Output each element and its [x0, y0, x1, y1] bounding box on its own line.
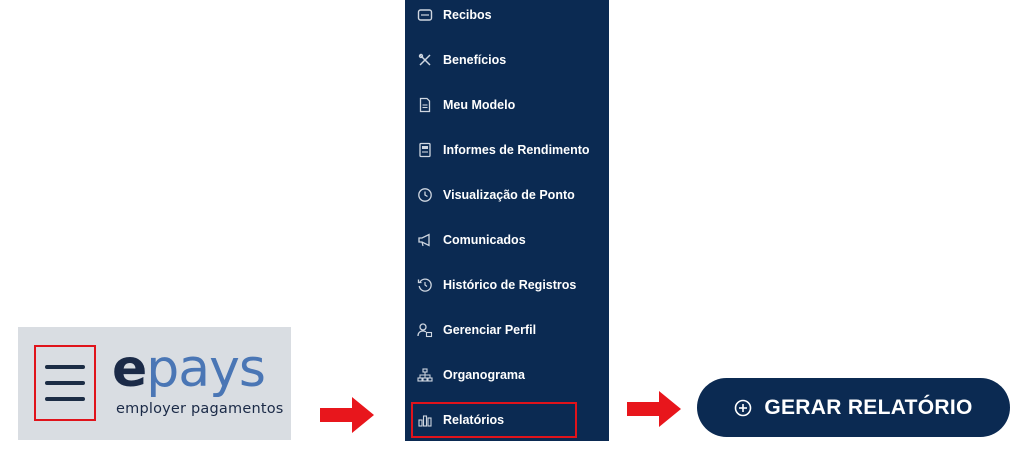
sidebar-item-label: Recibos [443, 8, 492, 22]
sidebar-item-organograma[interactable]: Organograma [405, 355, 609, 395]
sidebar-item-meu-modelo[interactable]: Meu Modelo [405, 85, 609, 125]
sidebar-item-label: Comunicados [443, 233, 526, 247]
brand-e: e [112, 339, 147, 399]
receipt-icon [417, 7, 433, 23]
sidebar-item-label: Organograma [443, 368, 525, 382]
sidebar-item-visualizacao-ponto[interactable]: Visualização de Ponto [405, 175, 609, 215]
org-chart-icon [417, 367, 433, 383]
user-edit-icon [417, 322, 433, 338]
clock-icon [417, 187, 433, 203]
megaphone-icon [417, 232, 433, 248]
sidebar: Recibos Benefícios Meu Modelo Informes d… [405, 0, 609, 441]
arrow-right-icon [320, 397, 374, 433]
utensils-icon [417, 52, 433, 68]
sidebar-item-recibos[interactable]: Recibos [405, 0, 609, 35]
sidebar-item-label: Meu Modelo [443, 98, 516, 112]
history-icon [417, 277, 433, 293]
highlight-box [411, 402, 577, 438]
hamburger-icon [45, 365, 85, 369]
sidebar-item-gerenciar-perfil[interactable]: Gerenciar Perfil [405, 310, 609, 350]
hamburger-icon-bar [45, 397, 85, 401]
sidebar-item-label: Histórico de Registros [443, 278, 577, 292]
brand-rest: pays [146, 339, 266, 399]
brand-tagline: employer pagamentos [116, 401, 284, 417]
brand-wordmark: epays [112, 339, 266, 399]
sidebar-item-informes[interactable]: Informes de Rendimento [405, 130, 609, 170]
sidebar-item-relatorios[interactable]: Relatórios [405, 400, 609, 440]
menu-button[interactable] [34, 345, 96, 421]
plus-circle-icon [734, 399, 752, 417]
sidebar-item-label: Informes de Rendimento [443, 143, 590, 157]
sidebar-item-historico[interactable]: Histórico de Registros [405, 265, 609, 305]
sidebar-item-label: Relatórios [443, 413, 505, 427]
sidebar-item-label: Benefícios [443, 53, 507, 67]
generate-report-label: GERAR RELATÓRIO [764, 395, 973, 419]
generate-report-button[interactable]: GERAR RELATÓRIO [697, 378, 1010, 437]
logo-panel: epays employer pagamentos [18, 327, 291, 440]
epays-logo: epays employer pagamentos [110, 339, 283, 425]
sidebar-item-label: Gerenciar Perfil [443, 323, 537, 337]
bar-chart-icon [417, 412, 433, 428]
arrow-right-icon [627, 391, 681, 427]
sidebar-item-comunicados[interactable]: Comunicados [405, 220, 609, 260]
report-icon [417, 142, 433, 158]
sidebar-item-label: Visualização de Ponto [443, 188, 575, 202]
hamburger-icon-bar [45, 381, 85, 385]
document-icon [417, 97, 433, 113]
sidebar-item-beneficios[interactable]: Benefícios [405, 40, 609, 80]
